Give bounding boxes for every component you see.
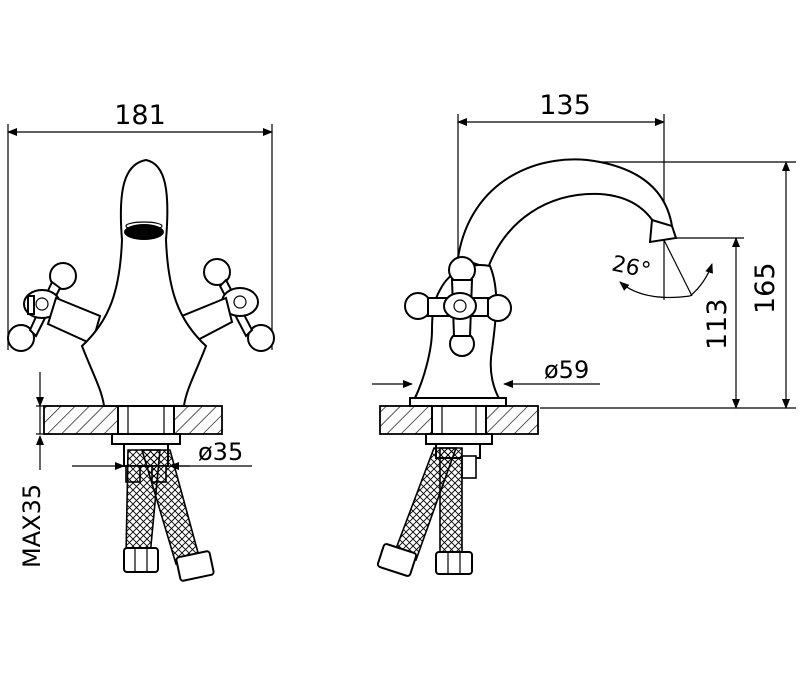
height-dim-label: 165 [750,262,781,314]
front-faucet-body [80,158,208,407]
angle-dim-label: 26° [609,251,652,284]
side-handle [404,256,512,357]
front-hose-nut-right [175,550,215,582]
side-shank [431,405,487,435]
front-hose-nut-left [123,547,159,573]
front-max-dimension: MAX35 [18,372,52,568]
front-left-handle [7,262,102,352]
side-hose-back [439,447,463,561]
height-dimension: 165 [540,161,796,409]
base-dim-label: ø59 [544,356,589,384]
front-hole-dimension: ø35 [72,438,252,470]
width-dimension: 181 [7,100,273,350]
side-hose-nut-back [435,551,473,575]
side-view: 135 165 113 [372,90,796,577]
spout-height-dim-label: 113 [702,298,733,350]
front-shank [117,405,175,435]
side-hose-nut-front [376,543,418,577]
front-right-handle [180,258,275,352]
angle-dimension: 26° [609,239,713,300]
reach-dim-label: 135 [539,90,591,121]
side-spout [456,158,674,270]
front-view: 181 [7,100,275,582]
width-dim-label: 181 [114,100,166,131]
front-spout-outlet [124,224,164,240]
base-dimension: ø59 [372,356,600,388]
max-dim-label: MAX35 [18,484,46,568]
spout-height-dimension: 113 [664,237,744,409]
hole-dim-label: ø35 [198,438,243,466]
reach-dimension: 135 [457,90,665,400]
